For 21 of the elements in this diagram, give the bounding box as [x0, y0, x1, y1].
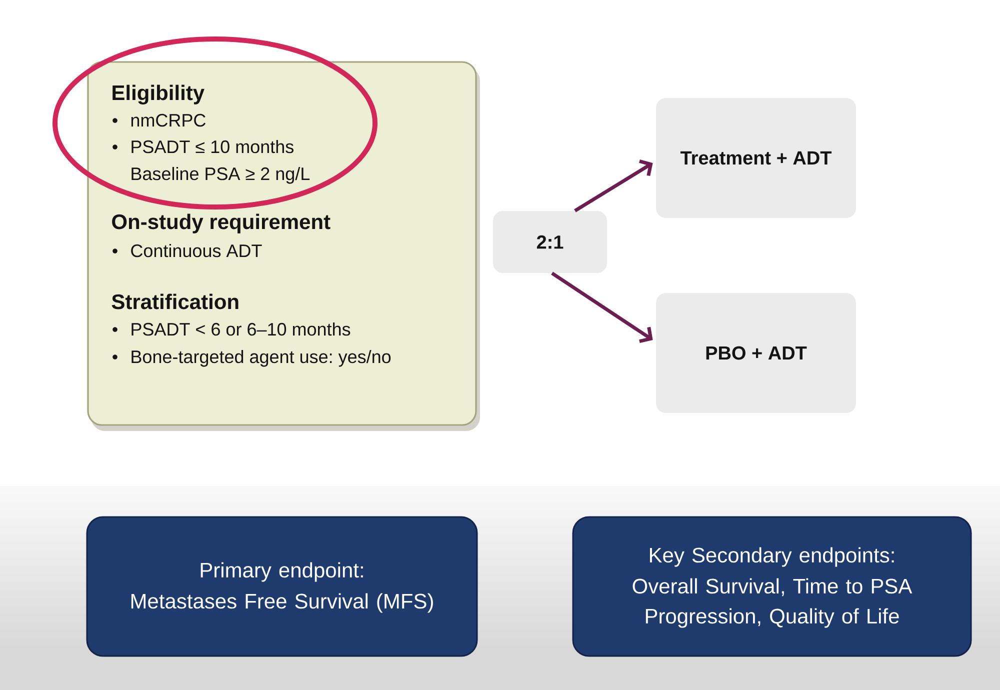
arm-box: PBO + ADT	[656, 293, 856, 413]
heading: On-study requirement	[112, 214, 330, 234]
ratio-box: 2:1	[493, 211, 607, 273]
list-item: Bone-targeted agent use: yes/no	[132, 350, 391, 367]
list-item: Baseline PSA ≥ 2 ng/L	[132, 166, 310, 184]
criteria-box	[87, 61, 480, 431]
heading: Eligibility	[112, 84, 204, 104]
list-item: nmCRPC	[131, 114, 206, 127]
endpoint-text: Overall Survival, Time to PSA Progression, Quality of Life	[632, 578, 912, 628]
endpoint-heading: Key Secondary endpoints:	[650, 547, 894, 567]
endpoint-heading: Primary endpoint:	[200, 562, 363, 582]
list-item: PSADT < 6 or 6–10 months	[132, 322, 350, 336]
arrow	[574, 160, 653, 212]
list-item: PSADT ≤ 10 months	[132, 140, 294, 154]
endpoint-box	[572, 516, 972, 657]
arrow	[551, 272, 653, 344]
endpoint-box	[86, 516, 478, 657]
arm-box: Treatment + ADT	[656, 98, 856, 218]
endpoint-text: Metastases Free Survival (MFS)	[131, 593, 433, 613]
heading: Stratification	[112, 294, 238, 310]
list-item: Continuous ADT	[131, 244, 262, 258]
